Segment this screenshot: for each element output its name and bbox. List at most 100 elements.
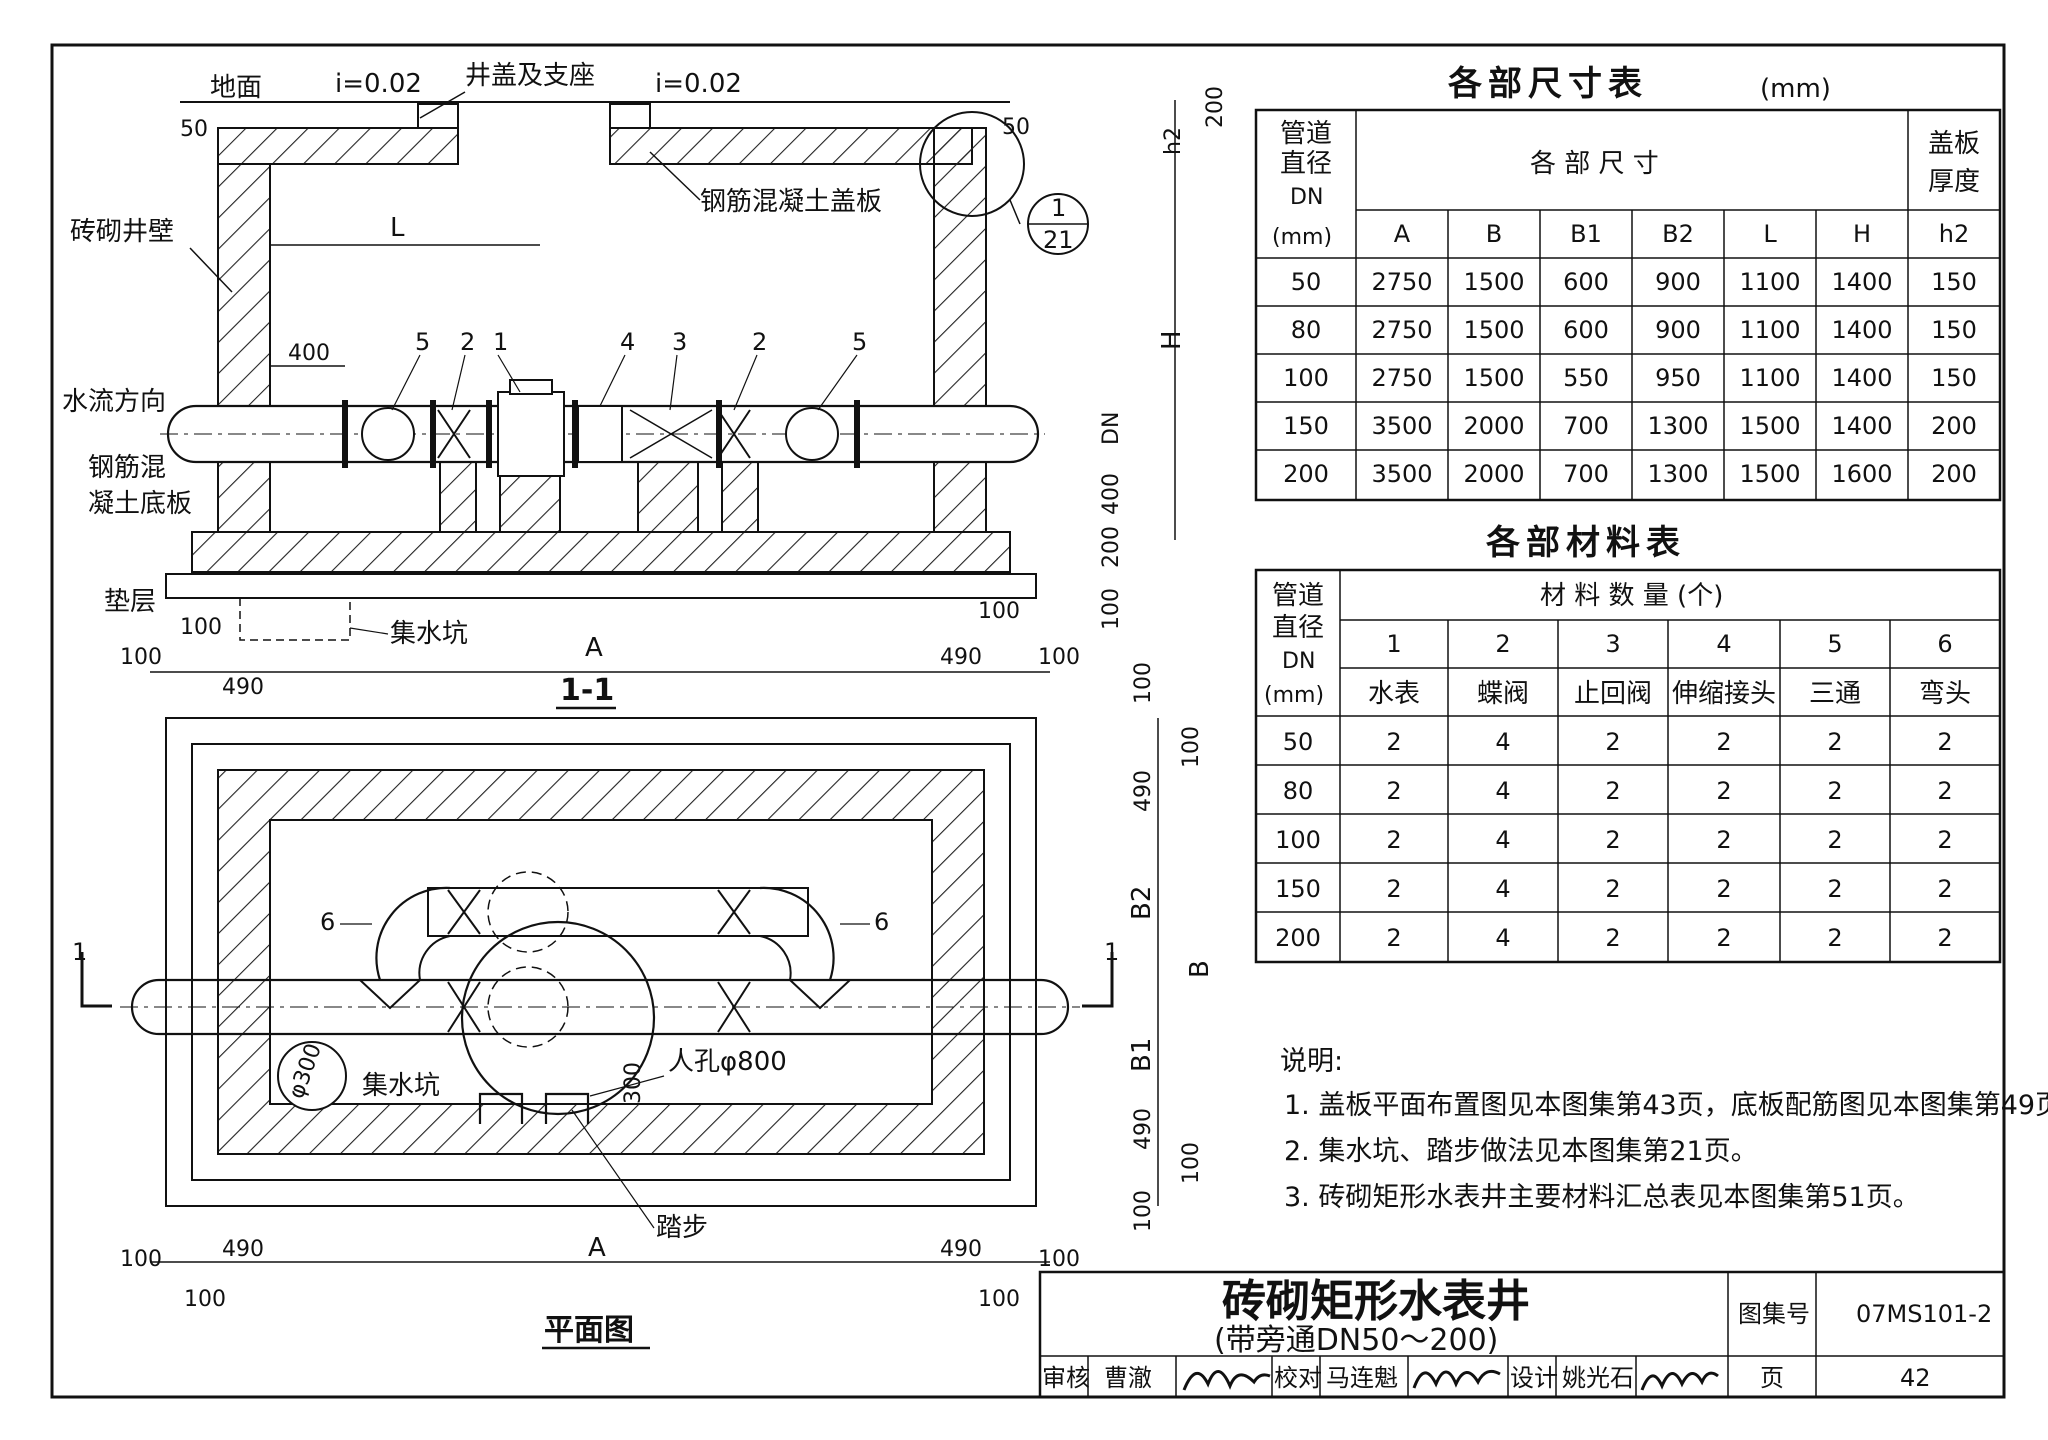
material-table-title: 各部材料表 — [1486, 523, 1686, 563]
mat-table-cell: 2 — [1605, 728, 1620, 756]
plan-dim-B2: B2 — [1127, 886, 1157, 920]
size-table-cell: 1600 — [1831, 460, 1892, 488]
mat-table-cell: 2 — [1937, 826, 1952, 854]
mat-h-span: 材 料 数 量 (个) — [1540, 581, 1723, 611]
size-table-unit: (mm) — [1760, 74, 1831, 104]
dim-400-h: 400 — [288, 341, 330, 366]
plan-dim-100-right: 100 — [1038, 1247, 1080, 1272]
callout-leader-2a — [451, 354, 466, 411]
step-1 — [478, 1092, 524, 1124]
elbow-left — [375, 886, 451, 981]
mat-col-number: 1 — [1386, 630, 1401, 658]
size-table-cell: 1100 — [1739, 268, 1800, 296]
size-table-cell: 2750 — [1371, 268, 1432, 296]
cover-support-label: 井盖及支座 — [465, 61, 595, 91]
size-table-cell: 1400 — [1831, 268, 1892, 296]
size-table-cell: 1500 — [1463, 316, 1524, 344]
signature-2 — [1412, 1369, 1501, 1389]
size-table-cell: 1400 — [1831, 316, 1892, 344]
tb-subtitle: (带旁通DN50～200) — [1214, 1323, 1498, 1358]
plan-dim-100-left: 100 — [120, 1247, 162, 1272]
size-table-cell: 100 — [1283, 364, 1329, 392]
tb-designer: 姚光石 — [1562, 1364, 1634, 1392]
mat-col-number: 3 — [1605, 630, 1620, 658]
support-2 — [499, 475, 561, 533]
mat-table-cell: 4 — [1495, 728, 1510, 756]
manhole-leader — [589, 1075, 665, 1097]
detail-leader — [1009, 199, 1021, 225]
size-table-cell: 700 — [1563, 460, 1609, 488]
mat-table-cell: 2 — [1605, 924, 1620, 952]
plan-dim-A: A — [588, 1233, 606, 1263]
cover-slab-left — [217, 127, 459, 165]
size-col-header: H — [1853, 220, 1871, 248]
size-table-cell: 150 — [1931, 316, 1977, 344]
plan-dim-100c: 100 — [1179, 1142, 1204, 1184]
size-table-cell: 2750 — [1371, 316, 1432, 344]
butterfly-valve-left — [437, 409, 471, 459]
cover-frame-left — [417, 103, 459, 129]
brick-wall-left — [217, 163, 271, 407]
mat-table-cell: 200 — [1275, 924, 1321, 952]
elbow-label-left: 6 — [320, 908, 335, 936]
plan-dim-100d: 100 — [1131, 1190, 1156, 1232]
plan-dim-490a: 490 — [1131, 770, 1156, 812]
callout-leader-4 — [599, 354, 626, 407]
dim-H: H — [1157, 330, 1187, 350]
plan-bypass-pipe — [427, 887, 809, 937]
size-table-cell: 150 — [1931, 268, 1977, 296]
brick-wall-left-lower — [217, 461, 271, 533]
callout-leader-5b — [817, 354, 858, 411]
mat-table-cell: 80 — [1283, 777, 1314, 805]
flow-label: 水流方向 — [62, 387, 166, 417]
item-callout-5a: 5 — [415, 328, 430, 356]
plan-dim-B1: B1 — [1127, 1038, 1157, 1072]
mat-table-cell: 2 — [1827, 924, 1842, 952]
size-table-cell: 1500 — [1739, 460, 1800, 488]
cut-label-right: 1 — [1104, 938, 1119, 966]
tb-page-label: 页 — [1760, 1364, 1784, 1392]
size-col-header: B1 — [1570, 220, 1602, 248]
size-table-cell: 600 — [1563, 268, 1609, 296]
mat-col-name: 止回阀 — [1574, 679, 1652, 709]
check-valve — [629, 409, 713, 459]
mat-table-cell: 2 — [1716, 728, 1731, 756]
mat-table-cell: 2 — [1827, 826, 1842, 854]
mat-col-number: 6 — [1937, 630, 1952, 658]
mat-table-cell: 100 — [1275, 826, 1321, 854]
brick-wall-right — [933, 127, 987, 407]
manhole-label: 人孔φ800 — [668, 1047, 787, 1077]
dim-50-right: 50 — [1002, 115, 1030, 140]
mat-table-cell: 2 — [1605, 875, 1620, 903]
plan-dim-490-left: 490 — [222, 1237, 264, 1262]
dim-h2: h2 — [1161, 127, 1186, 155]
plan-sump — [277, 1041, 347, 1111]
dim-200-base: 200 — [1099, 526, 1124, 568]
size-table-cell: 80 — [1291, 316, 1322, 344]
mat-table-cell: 150 — [1275, 875, 1321, 903]
item-callout-2a: 2 — [460, 328, 475, 356]
mat-table-cell: 50 — [1283, 728, 1314, 756]
signature-3 — [1640, 1371, 1719, 1391]
item-callout-2b: 2 — [752, 328, 767, 356]
plan-dim-100-right-b: 100 — [978, 1287, 1020, 1312]
mat-col-number: 2 — [1495, 630, 1510, 658]
size-table-cell: 1100 — [1739, 364, 1800, 392]
size-table-cell: 950 — [1655, 364, 1701, 392]
tb-page-no: 42 — [1900, 1364, 1931, 1392]
meter-top — [509, 379, 553, 395]
dim-490-left: 490 — [222, 675, 264, 700]
size-h-plate-1: 盖板 — [1928, 129, 1980, 159]
sump-leader — [349, 627, 389, 635]
dim-400-v: 400 — [1099, 473, 1124, 515]
size-table-cell: 3500 — [1371, 412, 1432, 440]
size-col-header: B — [1486, 220, 1502, 248]
tee-left-plan — [359, 979, 421, 1010]
support-4 — [721, 461, 759, 533]
elbow-right-inner — [759, 935, 792, 981]
water-meter — [497, 391, 565, 477]
